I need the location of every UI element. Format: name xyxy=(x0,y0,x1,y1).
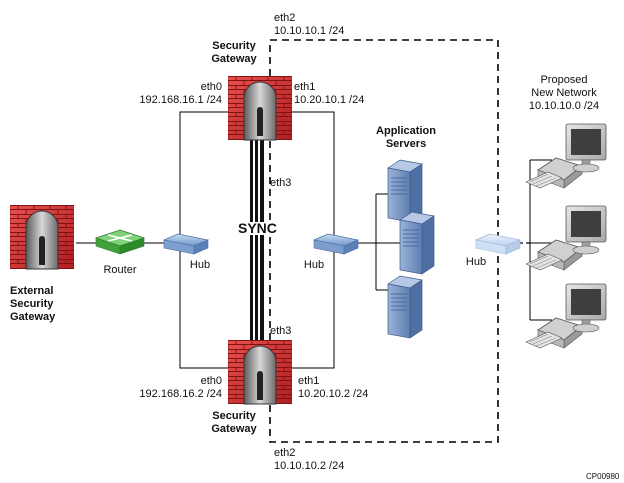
bottom-eth0-label: eth0 192.168.16.2 /24 xyxy=(120,375,222,401)
new-network-title: Proposed New Network 10.10.10.0 /24 xyxy=(516,74,612,113)
new-network-line2: New Network xyxy=(531,87,597,99)
router-icon xyxy=(94,229,146,255)
app-server-3-icon xyxy=(387,275,423,339)
new-network-line3: 10.10.10.0 /24 xyxy=(528,100,600,112)
top-eth1-label: eth1 10.20.10.1 /24 xyxy=(294,81,364,107)
bottom-gateway-title: Security Gateway xyxy=(198,410,270,436)
external-gateway-line1: External xyxy=(10,285,54,297)
bottom-eth3-label: eth3 xyxy=(270,325,292,337)
top-gateway-title: Security Gateway xyxy=(198,40,270,66)
hub-right-icon xyxy=(474,233,522,255)
bottom-eth2-ip: 10.10.10.2 /24 xyxy=(274,460,345,472)
top-eth0-label: eth0 192.168.16.1 /24 xyxy=(120,81,222,107)
hub-mid-icon xyxy=(312,233,360,255)
top-security-gateway-icon xyxy=(227,75,293,141)
app-servers-line2: Servers xyxy=(385,138,427,150)
sync-label: SYNC xyxy=(236,220,279,236)
sync-link xyxy=(250,128,264,358)
app-servers-title: Application Servers xyxy=(366,125,446,151)
link-hubleft-topgw xyxy=(179,111,230,240)
top-eth0-ip: 192.168.16.1 /24 xyxy=(139,94,222,106)
bottom-eth2-label: eth2 10.10.10.2 /24 xyxy=(274,447,344,473)
hub-left-icon xyxy=(162,233,210,255)
bottom-eth1-label: eth1 10.20.10.2 /24 xyxy=(298,375,368,401)
hub-right-label: Hub xyxy=(465,256,487,268)
bottom-security-gateway-icon xyxy=(227,339,293,405)
workstation-3-icon xyxy=(507,283,607,349)
bottom-eth1-name: eth1 xyxy=(298,375,320,387)
bottom-eth0-ip: 192.168.16.2 /24 xyxy=(139,388,222,400)
link-botgw-hubmid xyxy=(290,250,335,369)
top-gateway-title-line1: Security xyxy=(212,40,256,52)
new-network-boundary xyxy=(269,39,499,443)
app-server-2-icon xyxy=(399,211,435,275)
link-hubleft-botgw xyxy=(179,250,230,369)
bottom-eth2-name: eth2 xyxy=(274,447,296,459)
new-network-line1: Proposed xyxy=(540,74,588,86)
top-eth3-label: eth3 xyxy=(270,177,292,189)
network-links xyxy=(76,111,402,369)
external-gateway-title: External Security Gateway xyxy=(10,285,55,324)
hub-mid-label: Hub xyxy=(303,259,325,271)
workstation-2-icon xyxy=(507,205,607,271)
external-gateway-line2: Security xyxy=(10,298,54,310)
bottom-gateway-title-line2: Gateway xyxy=(211,423,257,435)
top-eth2-label: eth2 10.10.10.1 /24 xyxy=(274,12,344,38)
top-gateway-title-line2: Gateway xyxy=(211,53,257,65)
bottom-eth0-name: eth0 xyxy=(200,375,222,387)
top-eth1-name: eth1 xyxy=(294,81,316,93)
bottom-eth1-ip: 10.20.10.2 /24 xyxy=(298,388,369,400)
external-security-gateway-icon xyxy=(9,204,75,270)
hub-left-label: Hub xyxy=(189,259,211,271)
workstation-1-icon xyxy=(507,123,607,189)
app-servers-line1: Application xyxy=(376,125,436,137)
top-eth2-ip: 10.10.10.1 /24 xyxy=(274,25,345,37)
router-label: Router xyxy=(103,264,137,276)
external-gateway-line3: Gateway xyxy=(10,311,56,323)
link-topgw-hubmid xyxy=(290,111,335,240)
top-eth2-name: eth2 xyxy=(274,12,296,24)
top-eth0-name: eth0 xyxy=(200,81,222,93)
top-eth1-ip: 10.20.10.1 /24 xyxy=(294,94,365,106)
bottom-gateway-title-line1: Security xyxy=(212,410,256,422)
figure-ref: CP00980 xyxy=(586,472,620,481)
